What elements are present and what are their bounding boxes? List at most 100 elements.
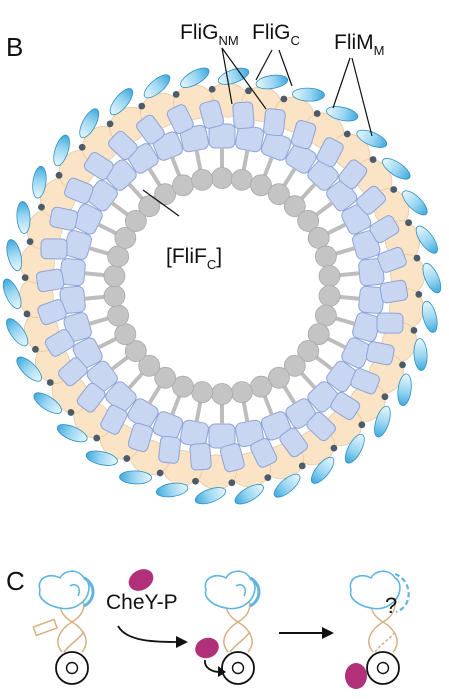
flig-c-domain xyxy=(49,206,79,231)
flif-ball xyxy=(138,195,161,218)
flig-c-domain xyxy=(356,185,386,215)
flig-c-outline xyxy=(38,570,90,610)
flim-m-leaf xyxy=(415,225,438,254)
chey-p-released xyxy=(345,663,367,689)
linker-dot xyxy=(192,477,199,485)
rotor-hub xyxy=(231,661,245,675)
linker-dot xyxy=(228,479,236,487)
flif-spoke xyxy=(314,355,334,371)
binding-arrow xyxy=(117,625,177,643)
linker-dot xyxy=(172,91,180,98)
flif-ball xyxy=(172,174,194,197)
panel-b: B FliGNM FliGC FliMM [FliFC] xyxy=(2,21,442,505)
flif-ball xyxy=(154,366,177,389)
linker-dot xyxy=(399,361,406,369)
flim-m-leaf xyxy=(180,67,210,88)
flif-spoke xyxy=(300,182,317,201)
flig-c-domain xyxy=(76,382,106,413)
linker-dot xyxy=(123,455,131,462)
flim-m-leaf xyxy=(32,165,47,199)
flim-m-leaf xyxy=(402,190,428,216)
rotor-hub xyxy=(376,661,390,675)
linker-dot xyxy=(21,274,29,282)
flif-spoke xyxy=(194,149,203,171)
flig-c-domain xyxy=(279,427,308,458)
flim-m-leaf xyxy=(326,106,359,122)
chey-p-molecule xyxy=(128,569,154,591)
panel-c-letter: C xyxy=(6,566,25,596)
linker-dot xyxy=(413,254,421,262)
flig-layer xyxy=(35,99,409,473)
label-flimm: FliMM xyxy=(334,31,385,58)
question-mark: ? xyxy=(385,593,397,618)
flif-ball xyxy=(283,354,306,377)
flig-c-domain xyxy=(35,268,65,293)
flif-ball xyxy=(191,168,214,191)
flig-c-domain xyxy=(376,312,404,334)
flif-ball xyxy=(307,226,330,249)
flif-spoke xyxy=(84,294,105,301)
linker-dot xyxy=(381,393,389,401)
flif-ball xyxy=(114,226,137,249)
flim-m-leaf xyxy=(6,239,23,272)
flim-m-leaf xyxy=(234,484,264,505)
linker-dot xyxy=(26,238,34,246)
linker-dot xyxy=(245,87,252,95)
flif-ball xyxy=(211,167,233,189)
flif-spoke xyxy=(147,167,162,187)
flim-m-leaf xyxy=(194,487,227,505)
flif-spoke xyxy=(334,246,356,256)
flif-ball xyxy=(267,366,290,389)
linker-dot xyxy=(280,95,288,103)
flim-m-leaf xyxy=(33,392,62,414)
flig-c-domain xyxy=(40,238,68,260)
linker-dot xyxy=(410,326,418,334)
linker-dot xyxy=(93,434,101,442)
flif-ball xyxy=(230,381,253,404)
transition-arrowhead xyxy=(322,627,334,639)
flif-ball xyxy=(297,210,320,232)
flif-spoke xyxy=(88,316,110,326)
flig-c-domain xyxy=(108,130,138,161)
flif-spoke xyxy=(97,336,118,350)
flim-m-layer xyxy=(2,67,442,505)
flif-ball xyxy=(230,168,253,191)
flif-ball xyxy=(172,375,194,398)
flig-c-domain xyxy=(199,99,225,129)
flig-c-domain xyxy=(377,246,407,273)
flim-m-leaf xyxy=(6,318,29,347)
flig-c-domain xyxy=(37,299,67,326)
flif-spoke xyxy=(339,294,360,301)
chey-p-bound xyxy=(195,637,219,659)
flif-spoke xyxy=(282,167,297,187)
flim-m-leaf xyxy=(310,456,335,484)
flig-c-domain xyxy=(338,159,368,190)
flig-c-domain xyxy=(250,437,278,468)
flim-m-leaf xyxy=(292,87,325,102)
flif-layer xyxy=(84,148,360,424)
linker-dot xyxy=(343,130,351,138)
motor-state-3: ? xyxy=(345,570,410,689)
linker-dot xyxy=(358,421,366,429)
flim-m-leaf xyxy=(16,201,31,234)
flif-ball xyxy=(318,285,341,307)
flif-spoke xyxy=(326,222,347,236)
label-fligc: FliGC xyxy=(252,21,300,48)
flim-m-leaf xyxy=(85,450,118,466)
flig-c-domain xyxy=(330,391,361,420)
flim-m-leaf xyxy=(2,278,22,310)
flif-ball xyxy=(283,195,306,218)
flig-c-domain xyxy=(44,329,75,357)
flim-m-leaf xyxy=(255,74,289,90)
flig-c-domain xyxy=(136,114,165,145)
flim-m-leaf xyxy=(273,473,301,498)
linker-dot xyxy=(156,469,164,477)
flim-m-leaf xyxy=(344,433,365,464)
flif-spoke xyxy=(262,395,274,416)
flim-m-leaf xyxy=(109,88,134,116)
flig-c-domain xyxy=(369,215,400,243)
label-flignm: FliGNM xyxy=(180,21,239,48)
label-flif: [FliFC] xyxy=(166,245,222,272)
flim-m-leaf xyxy=(422,262,442,294)
flif-ball xyxy=(107,245,130,268)
